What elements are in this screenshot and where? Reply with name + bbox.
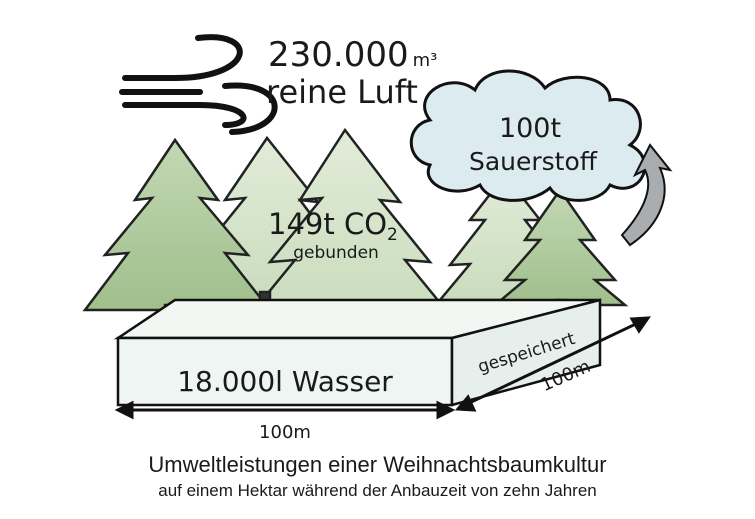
cloud-icon bbox=[409, 69, 647, 202]
air-label: reine Luft bbox=[266, 73, 418, 111]
oxygen-label: Sauerstoff bbox=[469, 147, 598, 176]
caption-subtitle: auf einem Hektar während der Anbauzeit v… bbox=[158, 481, 597, 500]
water-block bbox=[113, 298, 602, 407]
width-front: 100m bbox=[259, 422, 311, 443]
curved-arrow-icon bbox=[620, 143, 673, 247]
co2-label: gebunden bbox=[293, 243, 379, 263]
water-label: 18.000l Wasser bbox=[177, 365, 393, 398]
dimension-arrow-icon bbox=[114, 316, 651, 420]
co2-amount: 149t CO2 bbox=[268, 207, 398, 245]
wind-icon bbox=[119, 34, 278, 135]
caption-title: Umweltleistungen einer Weihnachtsbaumkul… bbox=[148, 452, 607, 477]
oxygen-amount: 100t bbox=[499, 113, 561, 144]
